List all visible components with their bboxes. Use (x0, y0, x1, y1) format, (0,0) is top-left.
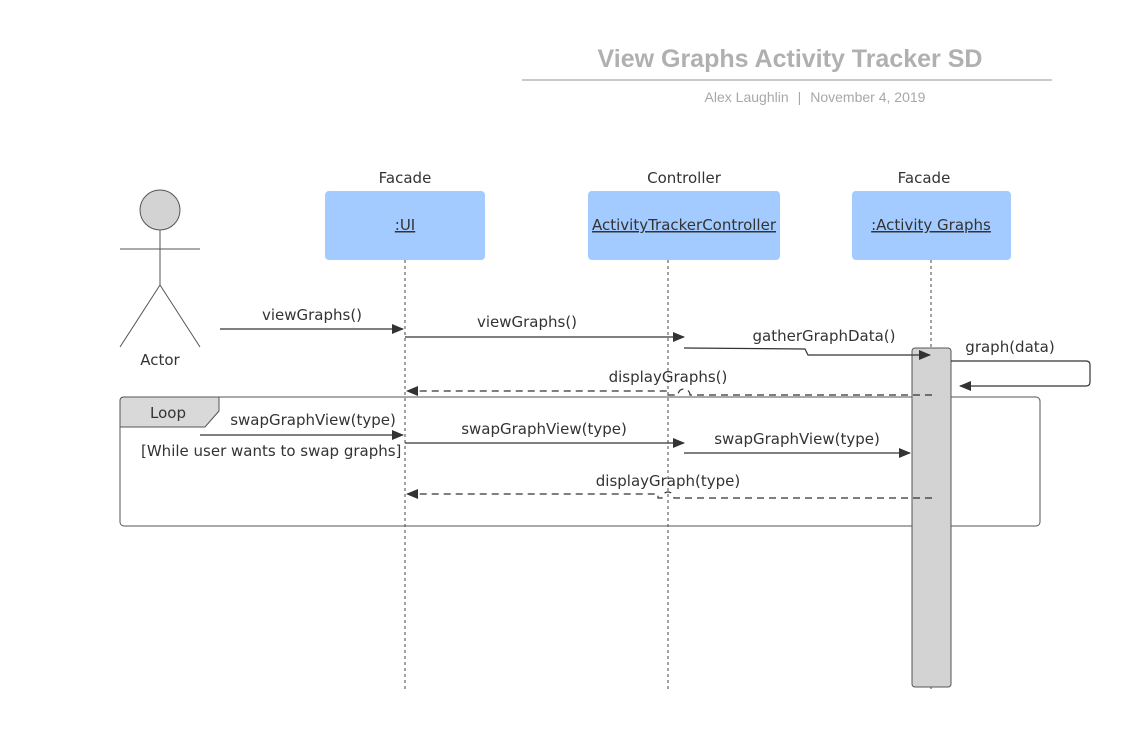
participant-stereotype-activity-graphs: Facade (898, 169, 951, 187)
participant-name-ui: :UI (395, 216, 415, 234)
message-label-swap-graph-view-2: swapGraphView(type) (461, 420, 627, 438)
message-label-gather-graph-data: gatherGraphData() (752, 327, 895, 345)
actor-left-leg (119, 284, 161, 348)
actor-head (139, 189, 181, 231)
subtitle-separator: | (798, 89, 802, 105)
participant-name-activity-graphs: :Activity Graphs (871, 216, 991, 234)
loop-label: Loop (150, 404, 186, 422)
loop-frame (119, 396, 1041, 527)
message-arrow-display-graphs (406, 386, 932, 396)
participant-stereotype-ui: Facade (379, 169, 432, 187)
diagram-subtitle: Alex Laughlin | November 4, 2019 (705, 89, 926, 105)
actor-label: Actor (140, 351, 180, 369)
message-label-display-graph: displayGraph(type) (596, 472, 741, 490)
participant-controller (588, 191, 780, 260)
loop-tab (119, 396, 220, 428)
message-label-view-graphs-1: viewGraphs() (262, 306, 362, 324)
activation-bar (911, 347, 952, 688)
loop-guard: [While user wants to swap graphs] (141, 442, 401, 460)
participant-name-controller: ActivityTrackerController (592, 216, 777, 234)
message-arrow-gather-graph-data (683, 347, 931, 360)
actor-figure (119, 189, 201, 348)
message-label-swap-graph-view-1: swapGraphView(type) (230, 411, 396, 429)
participant-stereotype-controller: Controller (647, 169, 722, 187)
diagram-title: View Graphs Activity Tracker SD (598, 45, 983, 73)
participant-ui (325, 191, 485, 260)
author: Alex Laughlin (705, 89, 789, 105)
message-arrow-graph-data (951, 360, 1091, 391)
message-label-display-graphs: displayGraphs() (609, 368, 728, 386)
participant-activity-graphs (852, 191, 1011, 260)
message-arrow-display-graph (406, 489, 932, 499)
date: November 4, 2019 (810, 89, 925, 105)
message-label-swap-graph-view-3: swapGraphView(type) (714, 430, 880, 448)
actor-right-leg (159, 284, 201, 348)
message-label-graph-data: graph(data) (965, 338, 1054, 356)
message-label-view-graphs-2: viewGraphs() (477, 313, 577, 331)
